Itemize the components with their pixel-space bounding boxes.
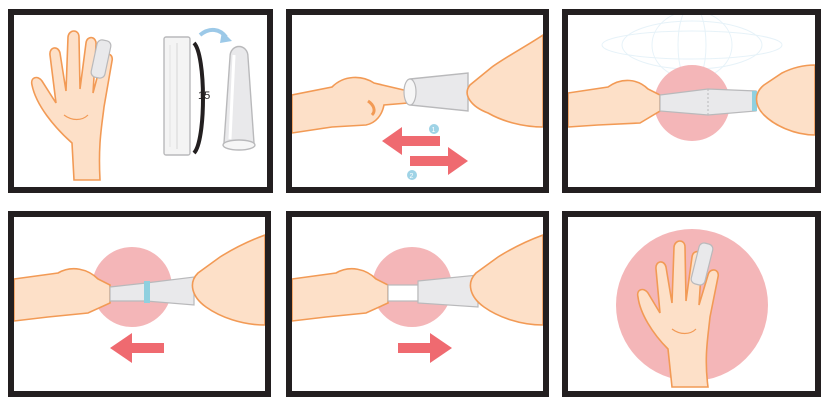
right-hand-icon (469, 234, 543, 326)
right-hand-icon (755, 64, 815, 136)
finger-bandage (690, 242, 714, 286)
tube-ring (752, 91, 757, 111)
panel-2-illustration: 1 2 (292, 34, 543, 180)
measure-bracket (192, 41, 205, 155)
panel-5-push-right (286, 211, 549, 397)
panel-3-twist (562, 9, 821, 193)
tube-applicator-icon (109, 276, 195, 306)
left-hand-icon (568, 79, 661, 128)
ruler-icon (163, 36, 191, 156)
panel-4-pull-left (8, 211, 271, 397)
right-hand-icon (466, 34, 543, 128)
panel-6-result (562, 211, 821, 397)
step-badge-1-label: 1 (432, 127, 436, 134)
left-hand-icon (292, 267, 389, 322)
tube-applicator-icon (403, 72, 469, 112)
finger-bandage (90, 39, 112, 79)
open-hand-icon (30, 30, 114, 181)
panel-3-illustration (568, 15, 815, 141)
left-hand-icon (292, 76, 415, 134)
panel-1-measure: 15 (8, 9, 273, 193)
open-hand-icon (636, 240, 720, 388)
step-badge-2 (407, 170, 417, 180)
panel-6-illustration (616, 229, 768, 388)
right-hand-icon (191, 234, 265, 326)
arrow-right-icon (410, 147, 468, 175)
step-badge-2-label: 2 (410, 173, 414, 180)
arrow-right-icon (398, 333, 452, 363)
left-hand-icon (14, 267, 111, 322)
step-badge-1 (429, 124, 439, 134)
panel-5-illustration (292, 234, 543, 363)
panel-2-apply: 1 2 (286, 9, 549, 193)
tube-applicator-icon (387, 274, 479, 308)
arrow-left-icon (382, 127, 440, 155)
panel-1-illustration: 15 (30, 28, 256, 181)
panel-4-illustration (14, 234, 265, 363)
ruler-label: 15 (198, 90, 210, 102)
tube-applicator-icon (222, 45, 256, 151)
arrow-left-icon (110, 333, 164, 363)
